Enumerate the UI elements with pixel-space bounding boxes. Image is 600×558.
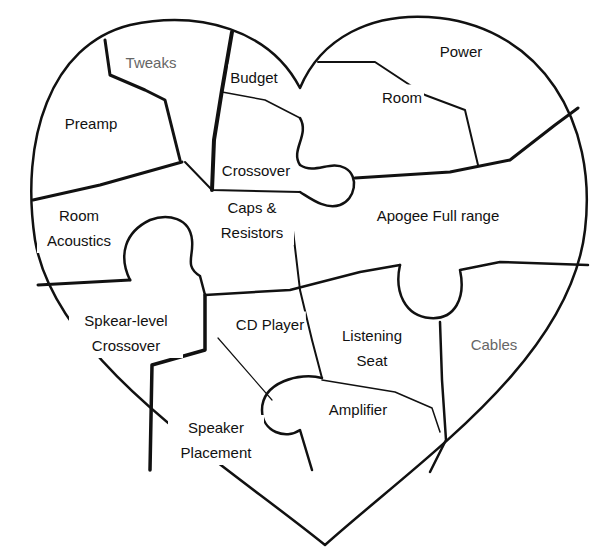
piece-knob: [262, 376, 322, 470]
piece-line: [355, 108, 578, 178]
piece-line: [38, 280, 130, 285]
piece-line: [318, 62, 478, 165]
piece-label: Spkear-level Crossover: [69, 308, 183, 358]
piece-label: Caps & Resistors: [210, 195, 294, 245]
piece-line: [105, 40, 180, 160]
piece-label: Cables: [469, 332, 520, 357]
piece-label: Amplifier: [327, 397, 389, 422]
piece-label: Budget: [228, 65, 280, 90]
piece-label: Preamp: [63, 111, 120, 136]
piece-line: [33, 162, 182, 200]
piece-line: [218, 338, 272, 400]
piece-line: [205, 265, 400, 295]
piece-label: Power: [438, 39, 485, 64]
piece-label: Room Acoustics: [37, 203, 121, 253]
piece-line: [322, 380, 440, 432]
piece-line: [430, 322, 446, 472]
heart-outline: [31, 17, 587, 545]
piece-line: [290, 205, 322, 378]
piece-label: Listening Seat: [333, 323, 412, 373]
piece-label: CD Player: [234, 312, 306, 337]
piece-knob: [297, 118, 354, 206]
piece-label: Room: [380, 85, 424, 110]
piece-knob: [398, 262, 588, 318]
piece-label: Tweaks: [124, 50, 179, 75]
piece-label: Crossover: [220, 158, 292, 183]
piece-label: Apogee Full range: [375, 203, 502, 228]
piece-knob: [124, 217, 205, 295]
piece-line: [222, 92, 300, 118]
piece-label: Speaker Placement: [168, 415, 264, 465]
